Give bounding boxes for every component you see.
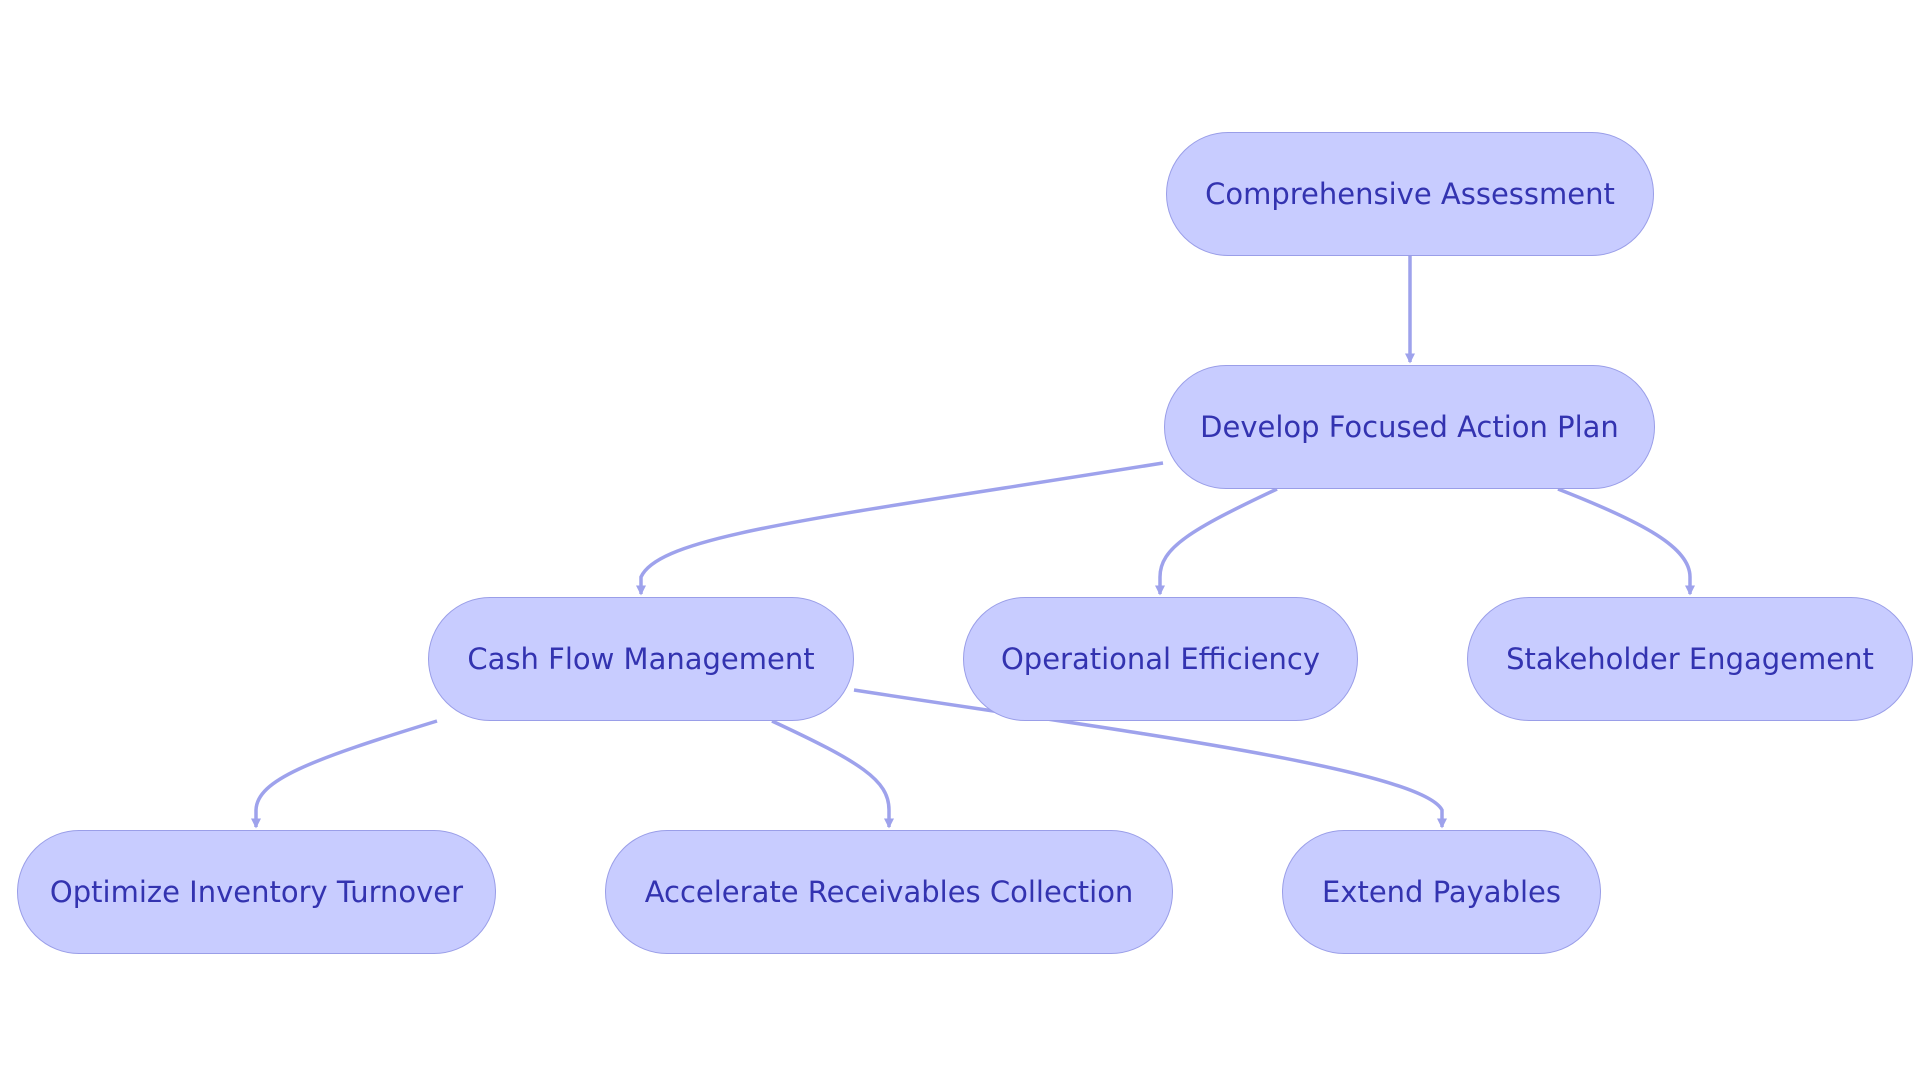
edge-plan-to-operational bbox=[1155, 487, 1278, 596]
node-label: Cash Flow Management bbox=[467, 642, 815, 676]
node-operational-efficiency: Operational Efficiency bbox=[963, 597, 1358, 721]
node-extend-payables: Extend Payables bbox=[1282, 830, 1601, 954]
edge-plan-to-cashflow bbox=[636, 461, 1164, 596]
edge-cashflow-to-inventory bbox=[251, 719, 438, 829]
node-label: Extend Payables bbox=[1321, 875, 1561, 909]
node-stakeholder-engagement: Stakeholder Engagement bbox=[1467, 597, 1913, 721]
edge-cashflow-to-payables bbox=[853, 688, 1447, 829]
node-cash-flow-management: Cash Flow Management bbox=[428, 597, 854, 721]
node-comprehensive-assessment: Comprehensive Assessment bbox=[1166, 132, 1654, 256]
node-accelerate-receivables-collection: Accelerate Receivables Collection bbox=[605, 830, 1173, 954]
node-label: Accelerate Receivables Collection bbox=[644, 875, 1134, 909]
node-label: Operational Efficiency bbox=[1000, 642, 1321, 676]
node-label: Develop Focused Action Plan bbox=[1200, 410, 1619, 444]
node-label: Stakeholder Engagement bbox=[1506, 642, 1874, 676]
node-optimize-inventory-turnover: Optimize Inventory Turnover bbox=[17, 830, 496, 954]
edge-plan-to-stakeholder bbox=[1557, 487, 1695, 596]
node-label: Optimize Inventory Turnover bbox=[49, 875, 464, 909]
node-label: Comprehensive Assessment bbox=[1205, 177, 1615, 211]
edge-cashflow-to-receivables bbox=[771, 719, 894, 829]
node-develop-focused-action-plan: Develop Focused Action Plan bbox=[1164, 365, 1655, 489]
